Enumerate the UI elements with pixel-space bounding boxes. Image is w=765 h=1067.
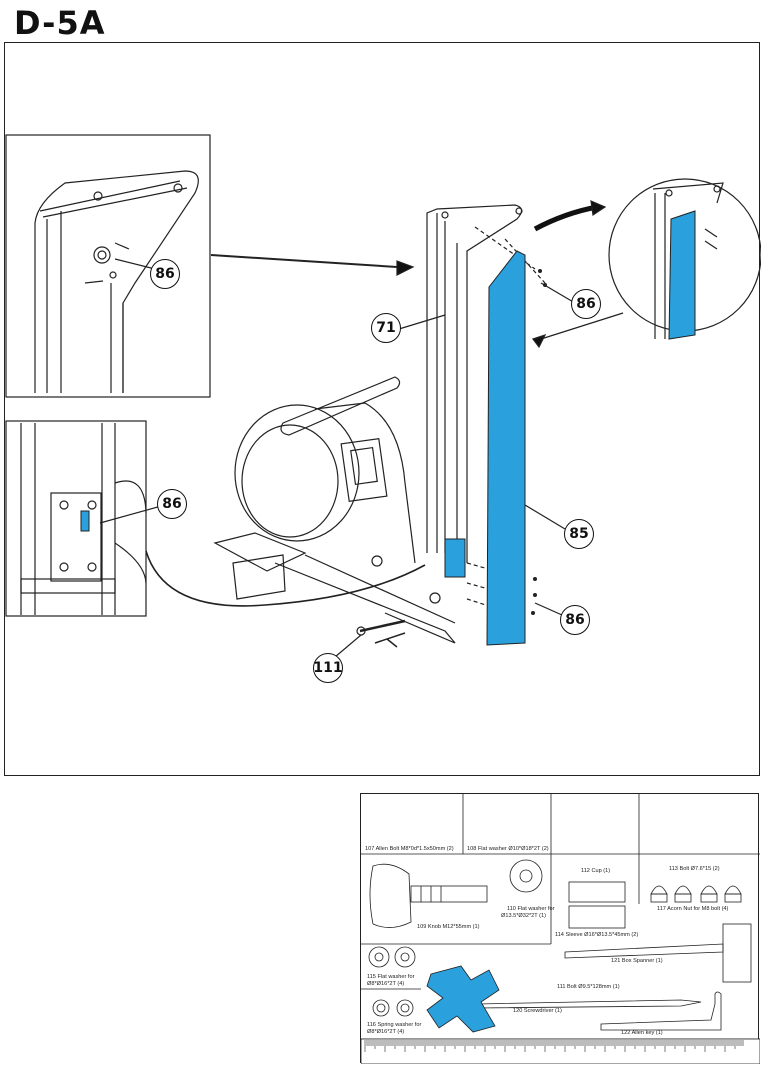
part-label-110b: Ø13.5*Ø32*2T (1) bbox=[501, 913, 546, 919]
assembly-illustration: 86 86 86 86 71 85 111 bbox=[4, 42, 761, 776]
part-label-112: 112 Cup (1) bbox=[581, 868, 611, 874]
callout-86-mid-detail: 86 bbox=[157, 489, 187, 519]
screwdriver-part-120 bbox=[426, 965, 500, 1033]
screw-marks bbox=[531, 269, 547, 615]
part-label-114: 114 Sleeve Ø16*Ø13.5*45mm (2) bbox=[555, 932, 639, 938]
part-label-116b: Ø8*Ø16*2T (4) bbox=[367, 1029, 405, 1035]
part-label-122: 122 Allen key (1) bbox=[621, 1030, 663, 1036]
parts-drawing bbox=[361, 794, 760, 1064]
part-label-109: 109 Knob M12*55mm (1) bbox=[417, 924, 480, 930]
step-title: D-5A bbox=[14, 4, 106, 42]
callout-86-right-bottom: 86 bbox=[560, 605, 590, 635]
ruler-ticks bbox=[364, 1040, 744, 1052]
part-label-115b: Ø8*Ø16*2T (4) bbox=[367, 981, 405, 987]
part-label-110a: 110 Flat washer for bbox=[507, 906, 555, 912]
part-label-108: 108 Flat washer Ø10*Ø18*2T (2) bbox=[467, 846, 549, 852]
callout-86-top-detail: 86 bbox=[150, 259, 180, 289]
part-label-111: 111 Bolt Ø9.5*128mm (1) bbox=[557, 984, 620, 990]
cover-part-85 bbox=[80, 210, 696, 646]
part-label-113: 113 Bolt Ø7.6*15 (2) bbox=[669, 866, 720, 872]
assembly-drawing bbox=[5, 134, 761, 658]
callout-86-right-top: 86 bbox=[571, 289, 601, 319]
callout-85: 85 bbox=[564, 519, 594, 549]
detail-box-bottom bbox=[5, 420, 147, 617]
detail-box-top bbox=[5, 134, 211, 398]
part-label-116a: 116 Spring washer for bbox=[367, 1022, 422, 1028]
part-label-120: 120 Screwdriver (1) bbox=[513, 1008, 562, 1014]
parts-list-panel: 107 Allen Bolt M8*0d*1.5x50mm (2) 108 Fl… bbox=[360, 793, 760, 1064]
callout-111: 111 bbox=[313, 653, 343, 683]
callout-71: 71 bbox=[371, 313, 401, 343]
part-label-107: 107 Allen Bolt M8*0d*1.5x50mm (2) bbox=[365, 846, 454, 852]
part-label-115a: 115 Flat washer for bbox=[367, 974, 415, 980]
part-label-121: 121 Box Spanner (1) bbox=[611, 958, 663, 964]
part-label-117: 117 Acorn Nut for M8 bolt (4) bbox=[657, 906, 729, 912]
